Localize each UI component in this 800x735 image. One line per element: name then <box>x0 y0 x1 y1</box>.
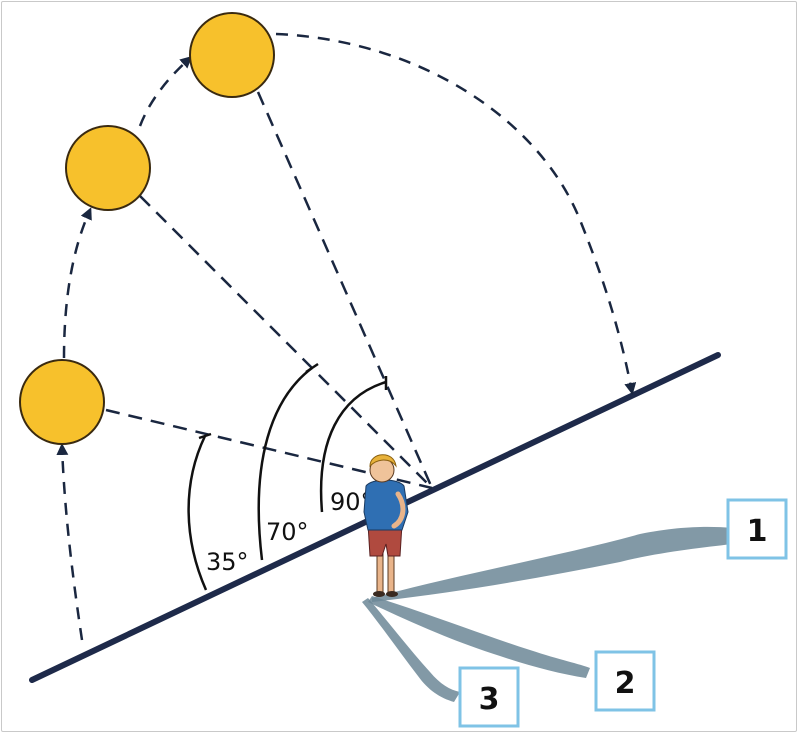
ray-70 <box>139 195 433 489</box>
child-arm <box>391 491 406 529</box>
suns <box>19 12 275 445</box>
sun-path <box>56 32 637 641</box>
arc-35 <box>187 435 208 591</box>
child-figure <box>363 454 409 597</box>
child-hair <box>369 454 397 468</box>
child-left-shoe <box>373 591 385 597</box>
shadow-3 <box>362 598 460 702</box>
ray-90 <box>256 91 434 489</box>
box-1 <box>726 498 788 560</box>
sun-low <box>19 359 105 445</box>
arc-70 <box>257 367 313 561</box>
path-arrow-sun3-to-ground <box>275 32 637 395</box>
box-3 <box>458 666 520 728</box>
angle-label-70: 70° <box>266 518 309 546</box>
path-arrow-sun1-to-sun2 <box>62 207 92 359</box>
box-2 <box>594 650 656 712</box>
sun-high <box>189 12 275 98</box>
angle-label-35: 35° <box>206 548 249 576</box>
sun-rays <box>105 91 434 490</box>
box-2-label: 2 <box>615 666 636 701</box>
path-arrow-ground-to-sun1 <box>56 443 84 641</box>
box-1-label: 1 <box>747 514 768 549</box>
path-arrow-sun2-to-sun3 <box>138 55 193 127</box>
arc-90 <box>319 380 387 513</box>
shadow-label-boxes: 1 2 3 <box>458 498 788 728</box>
box-3-label: 3 <box>479 682 500 717</box>
shadows <box>362 526 732 702</box>
tick-35 <box>198 432 212 440</box>
child-right-shoe <box>386 591 398 597</box>
shadow-1 <box>372 526 732 602</box>
shadow-2 <box>368 596 590 678</box>
tick-70 <box>305 362 319 374</box>
sun-mid <box>65 125 151 211</box>
angle-arcs <box>187 362 388 591</box>
